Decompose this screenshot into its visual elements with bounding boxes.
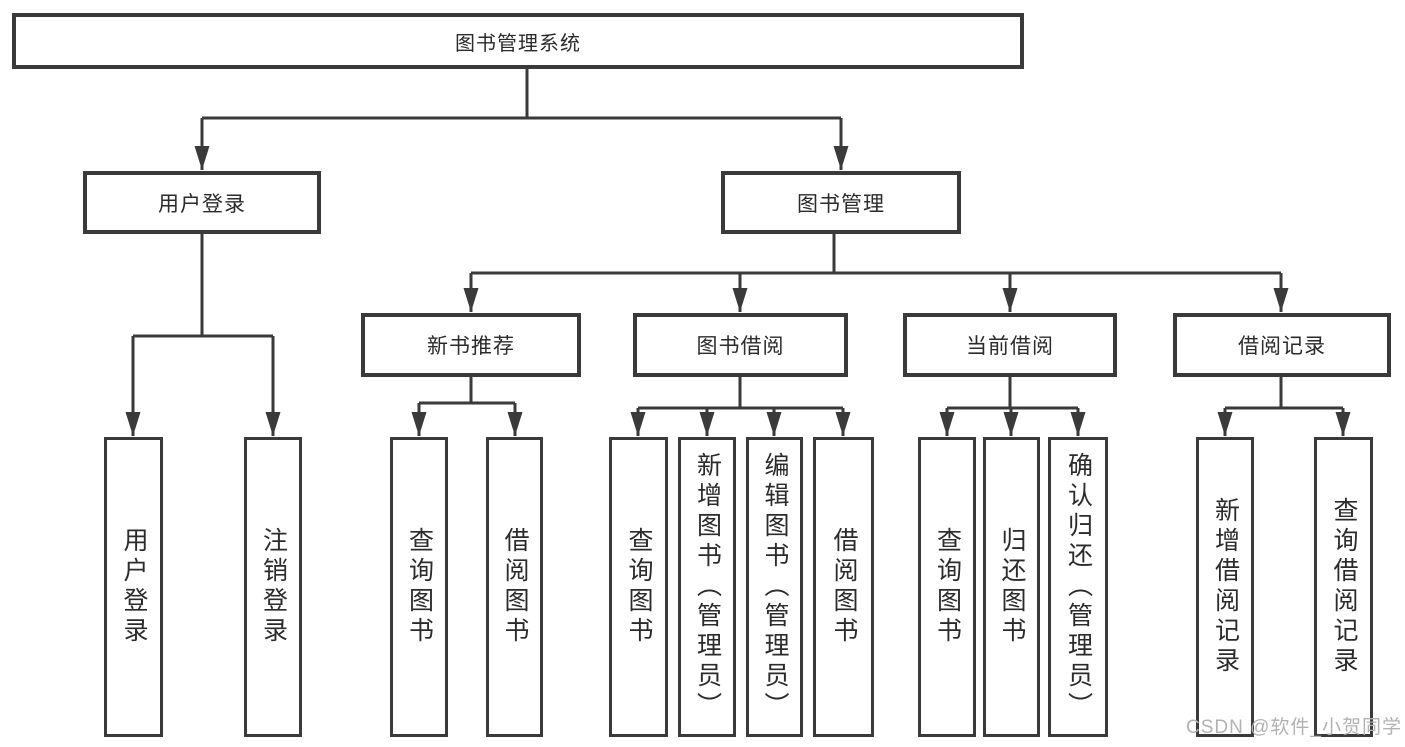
leaf-query-books-a-label: 查询图书 <box>405 527 434 647</box>
leaf-query-books-c: 查询图书 <box>918 437 976 737</box>
node-new-book-rec-label: 新书推荐 <box>427 335 515 358</box>
node-book-mgmt: 图书管理 <box>721 171 961 234</box>
leaf-borrow-books-a: 借阅图书 <box>486 437 543 737</box>
node-borrow-records: 借阅记录 <box>1173 313 1391 377</box>
node-current-borrow: 当前借阅 <box>903 313 1117 377</box>
leaf-borrow-books-a-label: 借阅图书 <box>501 527 529 647</box>
leaf-add-borrow-record: 新增借阅记录 <box>1196 437 1254 737</box>
leaf-user-login: 用户登录 <box>104 437 163 737</box>
leaf-edit-books: 编辑图书（管理员） <box>746 437 803 737</box>
leaf-borrow-books-b-label: 借阅图书 <box>830 527 858 647</box>
leaf-return-books-label: 归还图书 <box>998 527 1026 647</box>
leaf-logout-label: 注销登录 <box>259 527 288 647</box>
leaf-return-books: 归还图书 <box>983 437 1040 737</box>
csdn-watermark: CSDN @软件_小贺同学 <box>1186 717 1402 738</box>
leaf-logout: 注销登录 <box>244 437 302 737</box>
node-borrow-records-label: 借阅记录 <box>1238 335 1326 358</box>
node-new-book-rec: 新书推荐 <box>361 313 581 377</box>
leaf-borrow-books-b: 借阅图书 <box>813 437 874 737</box>
node-current-borrow-label: 当前借阅 <box>966 335 1054 358</box>
leaf-confirm-return-label: 确认归还（管理员） <box>1064 452 1093 722</box>
node-book-borrow-label: 图书借阅 <box>696 335 785 358</box>
leaf-query-borrow-record: 查询借阅记录 <box>1314 437 1373 737</box>
node-user-login-label: 用户登录 <box>158 192 246 216</box>
node-root: 图书管理系统 <box>12 13 1024 69</box>
leaf-query-books-b: 查询图书 <box>609 437 668 737</box>
leaf-edit-books-label: 编辑图书（管理员） <box>761 452 789 722</box>
node-root-label: 图书管理系统 <box>455 32 581 55</box>
leaf-query-books-c-label: 查询图书 <box>933 527 962 647</box>
leaf-query-books-a: 查询图书 <box>390 437 448 737</box>
node-book-mgmt-label: 图书管理 <box>797 192 885 216</box>
node-book-borrow: 图书借阅 <box>633 313 848 377</box>
leaf-user-login-label: 用户登录 <box>120 527 148 647</box>
leaf-query-borrow-record-label: 查询借阅记录 <box>1330 497 1358 677</box>
leaf-add-borrow-record-label: 新增借阅记录 <box>1211 497 1240 677</box>
leaf-query-books-b-label: 查询图书 <box>625 527 653 647</box>
leaf-add-books: 新增图书（管理员） <box>678 437 736 737</box>
leaf-confirm-return: 确认归还（管理员） <box>1048 437 1108 737</box>
node-user-login: 用户登录 <box>83 171 321 234</box>
leaf-add-books-label: 新增图书（管理员） <box>693 452 722 722</box>
